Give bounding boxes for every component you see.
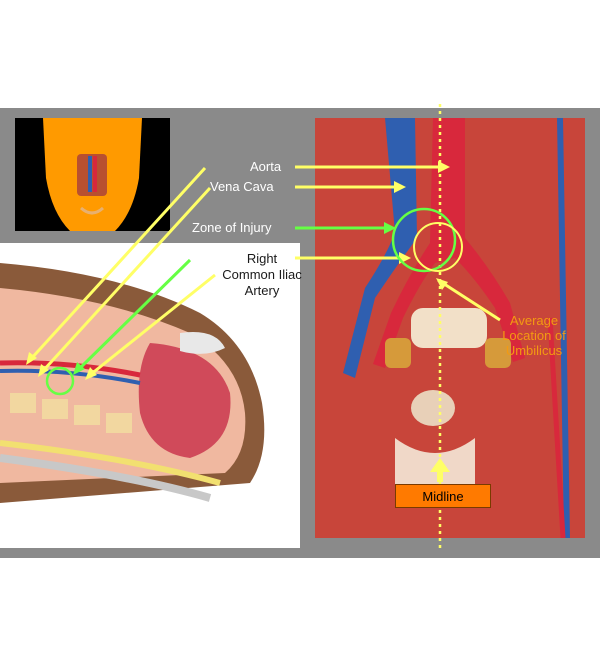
torso-pelvis-line — [79, 206, 105, 215]
iliac-artery-label-line-1: Right — [246, 251, 278, 266]
vena-cava-leader-arrowhead — [38, 364, 49, 377]
midline-arrowhead — [430, 458, 450, 472]
torso-thumbnail — [15, 118, 170, 231]
spinal-cord — [0, 440, 221, 486]
anatomy-frontal-panel — [315, 118, 585, 538]
vertebral-column — [10, 393, 132, 433]
zone-of-injury-label: Zone of Injury — [192, 220, 272, 235]
zone-of-injury-leader-line — [76, 258, 192, 372]
torso-thumbnail-drawing — [43, 118, 142, 231]
sagittal-section-drawing — [0, 263, 265, 503]
umbilicus-label-line-1: Average — [509, 313, 559, 328]
umbilicus-label-line-3: Umbilicus — [505, 343, 563, 358]
right-nerve-plexus — [485, 338, 511, 368]
iliac-leader-arrowhead — [85, 367, 97, 380]
zone-of-injury-circle — [391, 207, 457, 273]
iliac-artery-label: Right Common Iliac Artery — [214, 251, 310, 299]
aorta-leader-line — [28, 166, 207, 362]
zone-of-injury-arrowhead — [384, 222, 396, 234]
sacrum-frontal — [411, 390, 455, 426]
right-femoral-artery — [547, 317, 566, 538]
aorta-arrowhead — [438, 161, 450, 173]
spinal-canal — [0, 454, 212, 502]
iliac-leader-line — [89, 273, 216, 377]
uterus — [138, 343, 231, 458]
torso-vein — [88, 156, 92, 192]
umbilicus-label: Average Location of Umbilicus — [494, 313, 574, 358]
right-femoral-vein — [557, 118, 570, 538]
aorta-leader-arrowhead — [26, 352, 37, 365]
umbilicus-arrow — [437, 278, 501, 322]
iliac-artery-label-line-3: Artery — [244, 283, 280, 298]
vertebra-frontal — [411, 308, 487, 348]
torso-artery — [93, 156, 97, 192]
umbilicus-circle — [413, 222, 463, 272]
vena-cava-label: Vena Cava — [210, 179, 274, 194]
bladder — [180, 332, 225, 354]
vena-cava-frontal — [343, 118, 417, 378]
umbilicus-label-line-2: Location of — [502, 328, 566, 343]
vena-cava-arrowhead — [394, 181, 406, 193]
vena-cava-leader-line — [40, 186, 212, 374]
iliac-artery-label-line-2: Common Iliac — [222, 267, 302, 282]
sagittal-injury-circle — [45, 366, 75, 396]
midline-label-box: Midline — [395, 484, 491, 508]
aorta-label: Aorta — [250, 159, 282, 174]
aorta-vessel — [0, 360, 141, 378]
sagittal-section-panel — [0, 243, 300, 548]
left-nerve-plexus — [385, 338, 411, 368]
aorta-frontal — [373, 118, 525, 368]
umbilicus-arrowhead — [436, 278, 448, 290]
zone-of-injury-leader-arrowhead — [73, 362, 85, 375]
